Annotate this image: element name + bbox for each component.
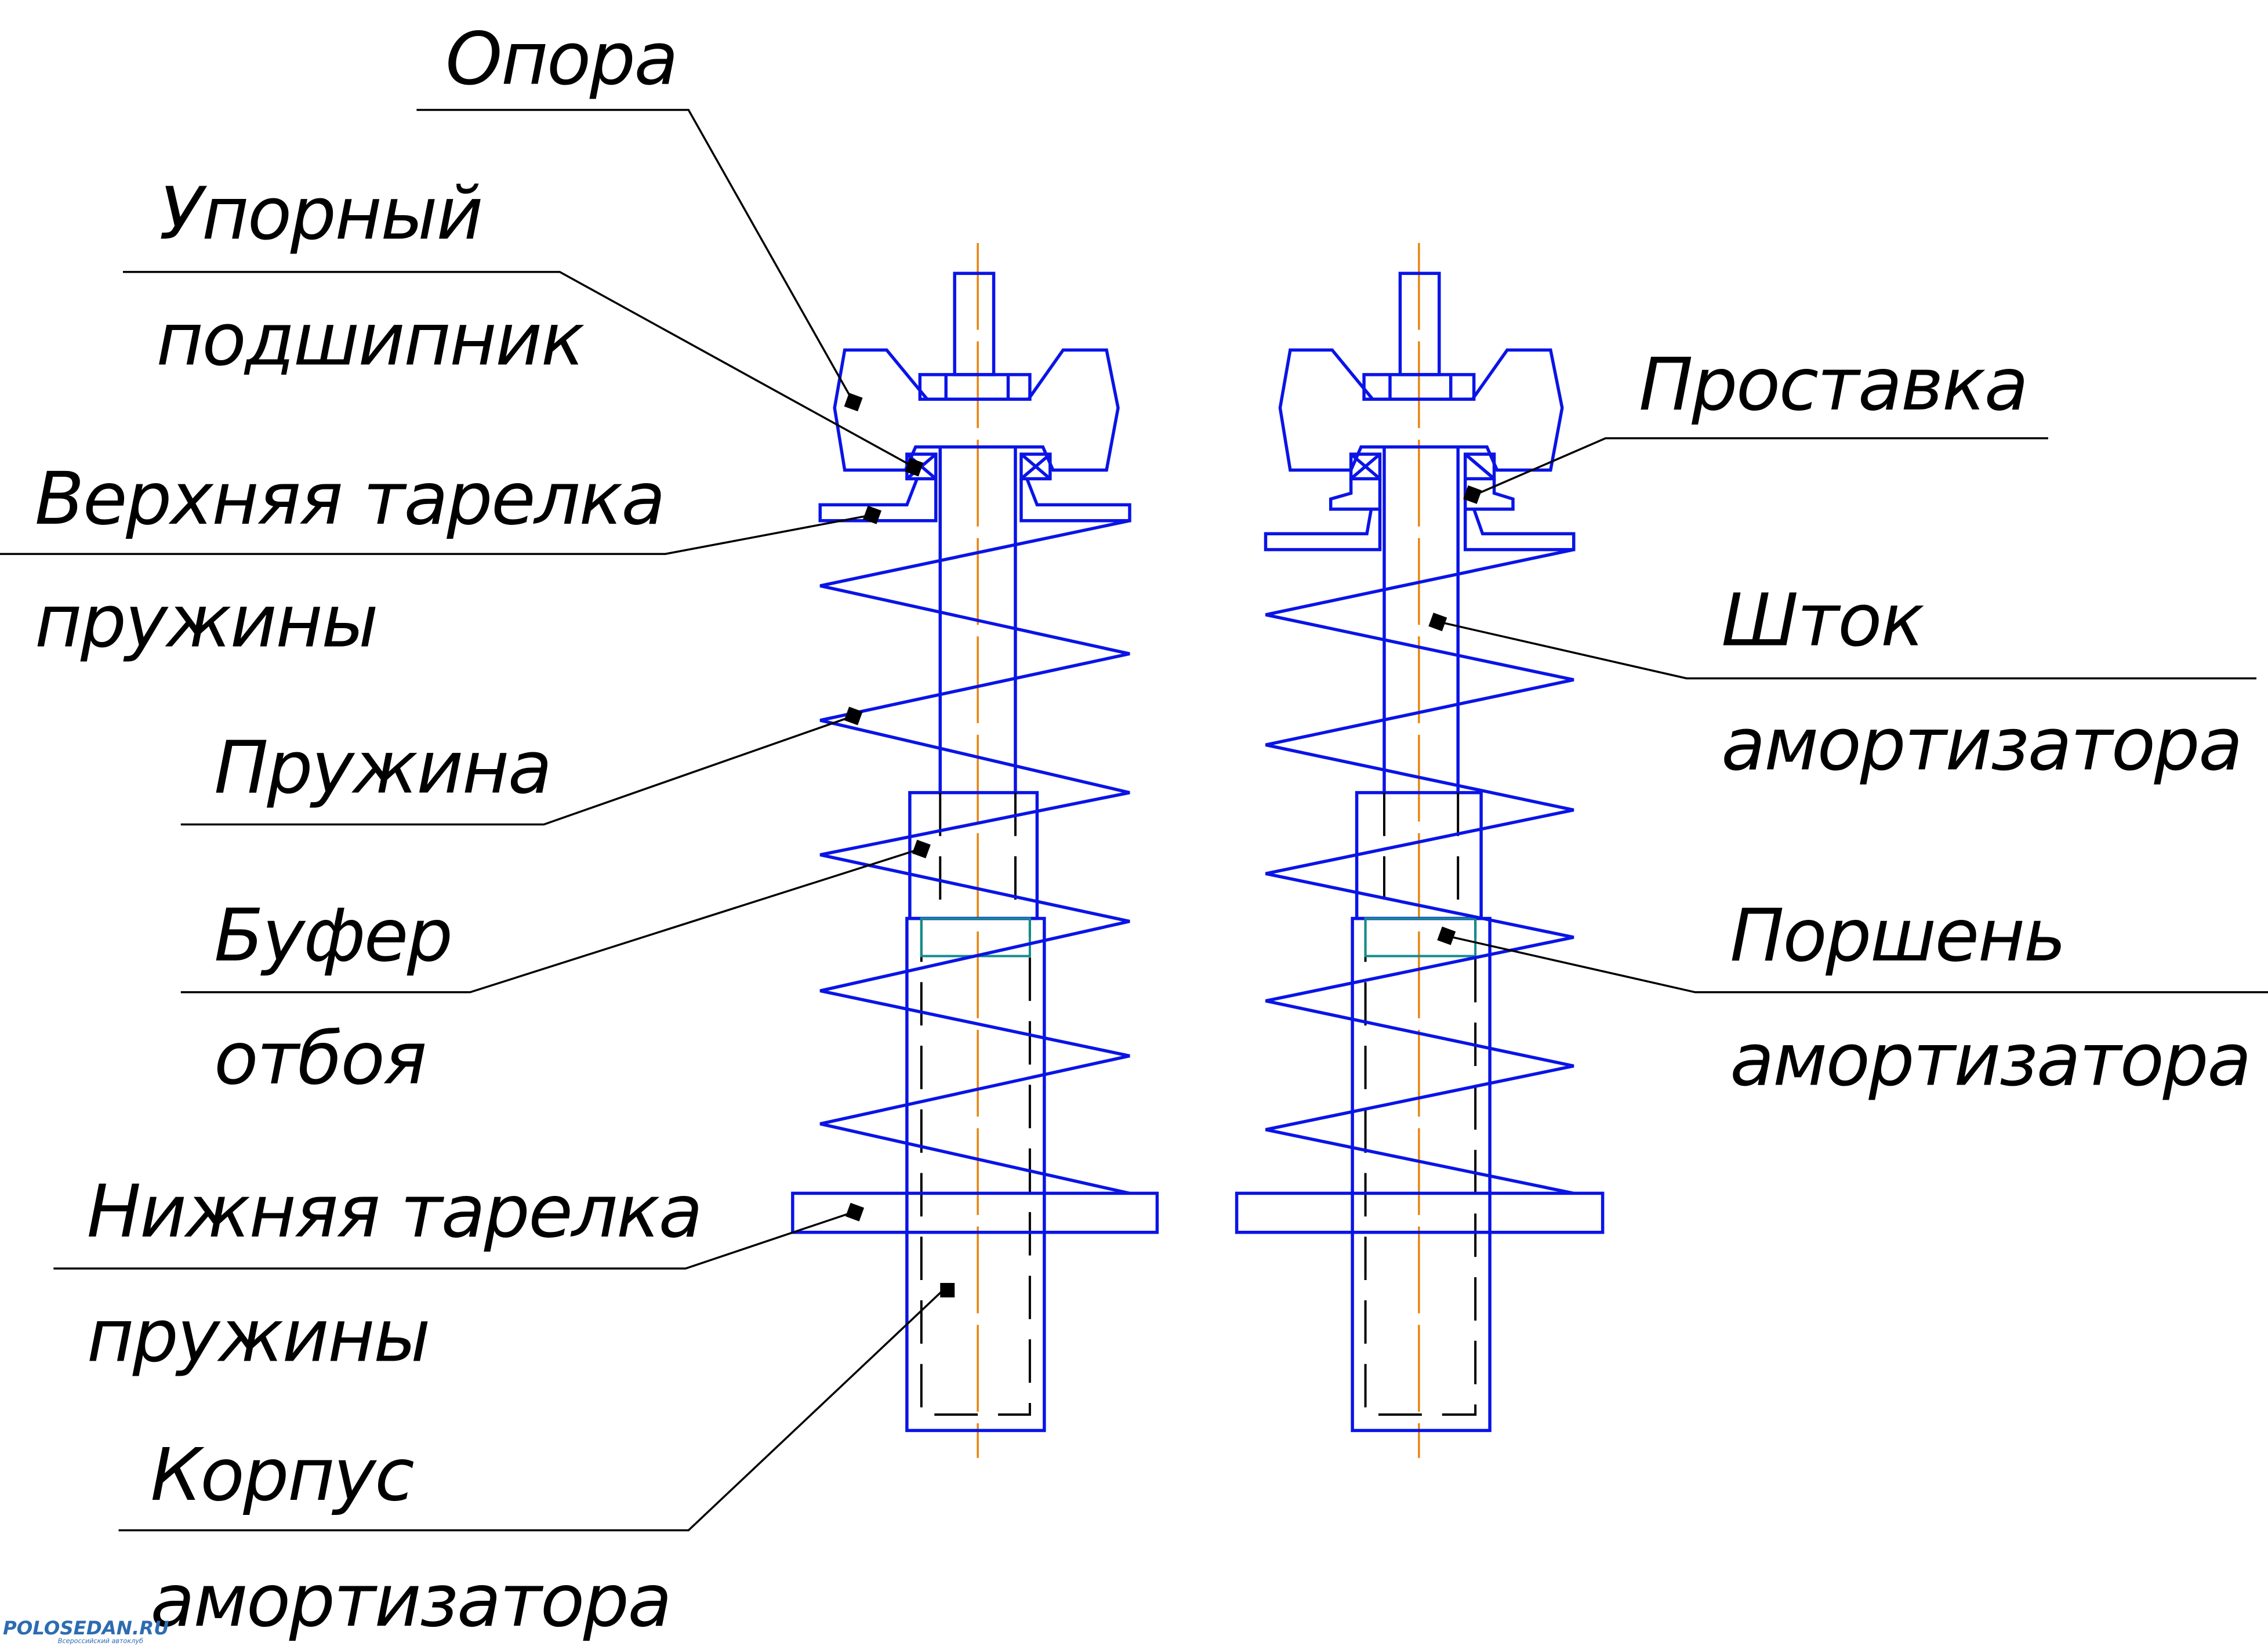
thrust-bearing-right: [1019, 452, 1052, 481]
callout-marker: [912, 839, 931, 858]
thrust-bearing-left: [1349, 452, 1382, 481]
label-body-line2: амортизатора: [150, 1559, 670, 1643]
label-lower-seat-line1: Нижняя тарелка: [87, 1170, 702, 1254]
strut-mount: [833, 348, 1120, 472]
upper-spring-seat-right: [1463, 508, 1576, 552]
label-body-line1: Корпус: [150, 1433, 413, 1517]
piston: [1364, 917, 1477, 958]
lower-spring-seat: [791, 1191, 1159, 1234]
piston: [920, 917, 1031, 958]
shock-body: [1351, 916, 1492, 1433]
watermark-brand: POLOSEDAN.RU: [3, 1617, 169, 1639]
label-spacer: Проставка: [1639, 343, 2027, 427]
callout-marker: [1428, 612, 1447, 632]
top-nut: [918, 373, 1032, 401]
label-buffer-line2: отбоя: [214, 1017, 426, 1101]
callout-marker: [1463, 485, 1482, 504]
shock-body: [905, 916, 1046, 1433]
coil-spring: [1265, 548, 1574, 1195]
callout-lower-seat: Нижняя тарелка пружины: [53, 1170, 865, 1379]
callout-marker: [844, 706, 863, 726]
rebound-buffer: [908, 791, 1039, 920]
lower-spring-seat: [1235, 1191, 1605, 1234]
coil-spring: [819, 519, 1130, 1195]
label-spring: Пружина: [214, 726, 551, 810]
label-rod-line1: Шток: [1721, 578, 1924, 662]
watermark-tagline: Всероссийский автоклуб: [58, 1637, 143, 1645]
label-bearing-line2: подшипник: [156, 298, 584, 382]
upper-spring-seat-right: [1019, 478, 1131, 523]
upper-spring-seat-left: [1264, 509, 1382, 552]
label-lower-seat-line2: пружины: [87, 1295, 429, 1379]
callout-marker: [905, 458, 924, 477]
labels-left: Опора Упорный подшипник Верхняя тарелка …: [0, 17, 955, 1643]
callout-thrust-bearing: Упорный подшипник: [123, 172, 924, 477]
spacer-right: [1463, 478, 1515, 511]
label-bearing-line1: Упорный: [159, 172, 482, 256]
callout-marker: [1437, 926, 1456, 945]
thrust-bearing-right: [1463, 452, 1496, 481]
callout-spacer: Проставка: [1463, 343, 2048, 504]
upper-spring-seat-left: [818, 478, 938, 523]
spacer-strut-assembly: [1235, 242, 1605, 1458]
callout-marker: [863, 505, 882, 524]
original-strut-assembly: [791, 242, 1159, 1458]
label-upper-seat-line1: Верхняя тарелка: [35, 457, 664, 541]
strut-mount: [1278, 348, 1564, 472]
label-rod-line2: амортизатора: [1721, 703, 2241, 787]
callout-marker: [845, 1202, 865, 1221]
label-piston-line2: амортизатора: [1730, 1018, 2250, 1102]
label-opora: Опора: [445, 17, 677, 101]
label-upper-seat-line2: пружины: [35, 580, 377, 664]
labels-right: Проставка Шток амортизатора Поршень амор…: [1428, 343, 2268, 1102]
callout-opora: Опора: [416, 17, 863, 412]
spacer-left: [1329, 478, 1382, 511]
label-piston-line1: Поршень: [1730, 894, 2065, 978]
callout-piston: Поршень амортизатора: [1437, 894, 2268, 1102]
watermark: POLOSEDAN.RU Всероссийский автоклуб: [3, 1617, 169, 1645]
label-buffer-line1: Буфер: [214, 894, 451, 978]
callout-rebound-buffer: Буфер отбоя: [180, 839, 931, 1101]
callout-upper-seat: Верхняя тарелка пружины: [0, 457, 882, 664]
callout-shock-body: Корпус амортизатора: [118, 1283, 955, 1643]
callout-rod: Шток амортизатора: [1428, 578, 2257, 787]
callout-marker: [844, 393, 863, 412]
callout-spring: Пружина: [180, 706, 863, 826]
callout-marker: [940, 1283, 955, 1297]
top-stud: [953, 271, 996, 376]
